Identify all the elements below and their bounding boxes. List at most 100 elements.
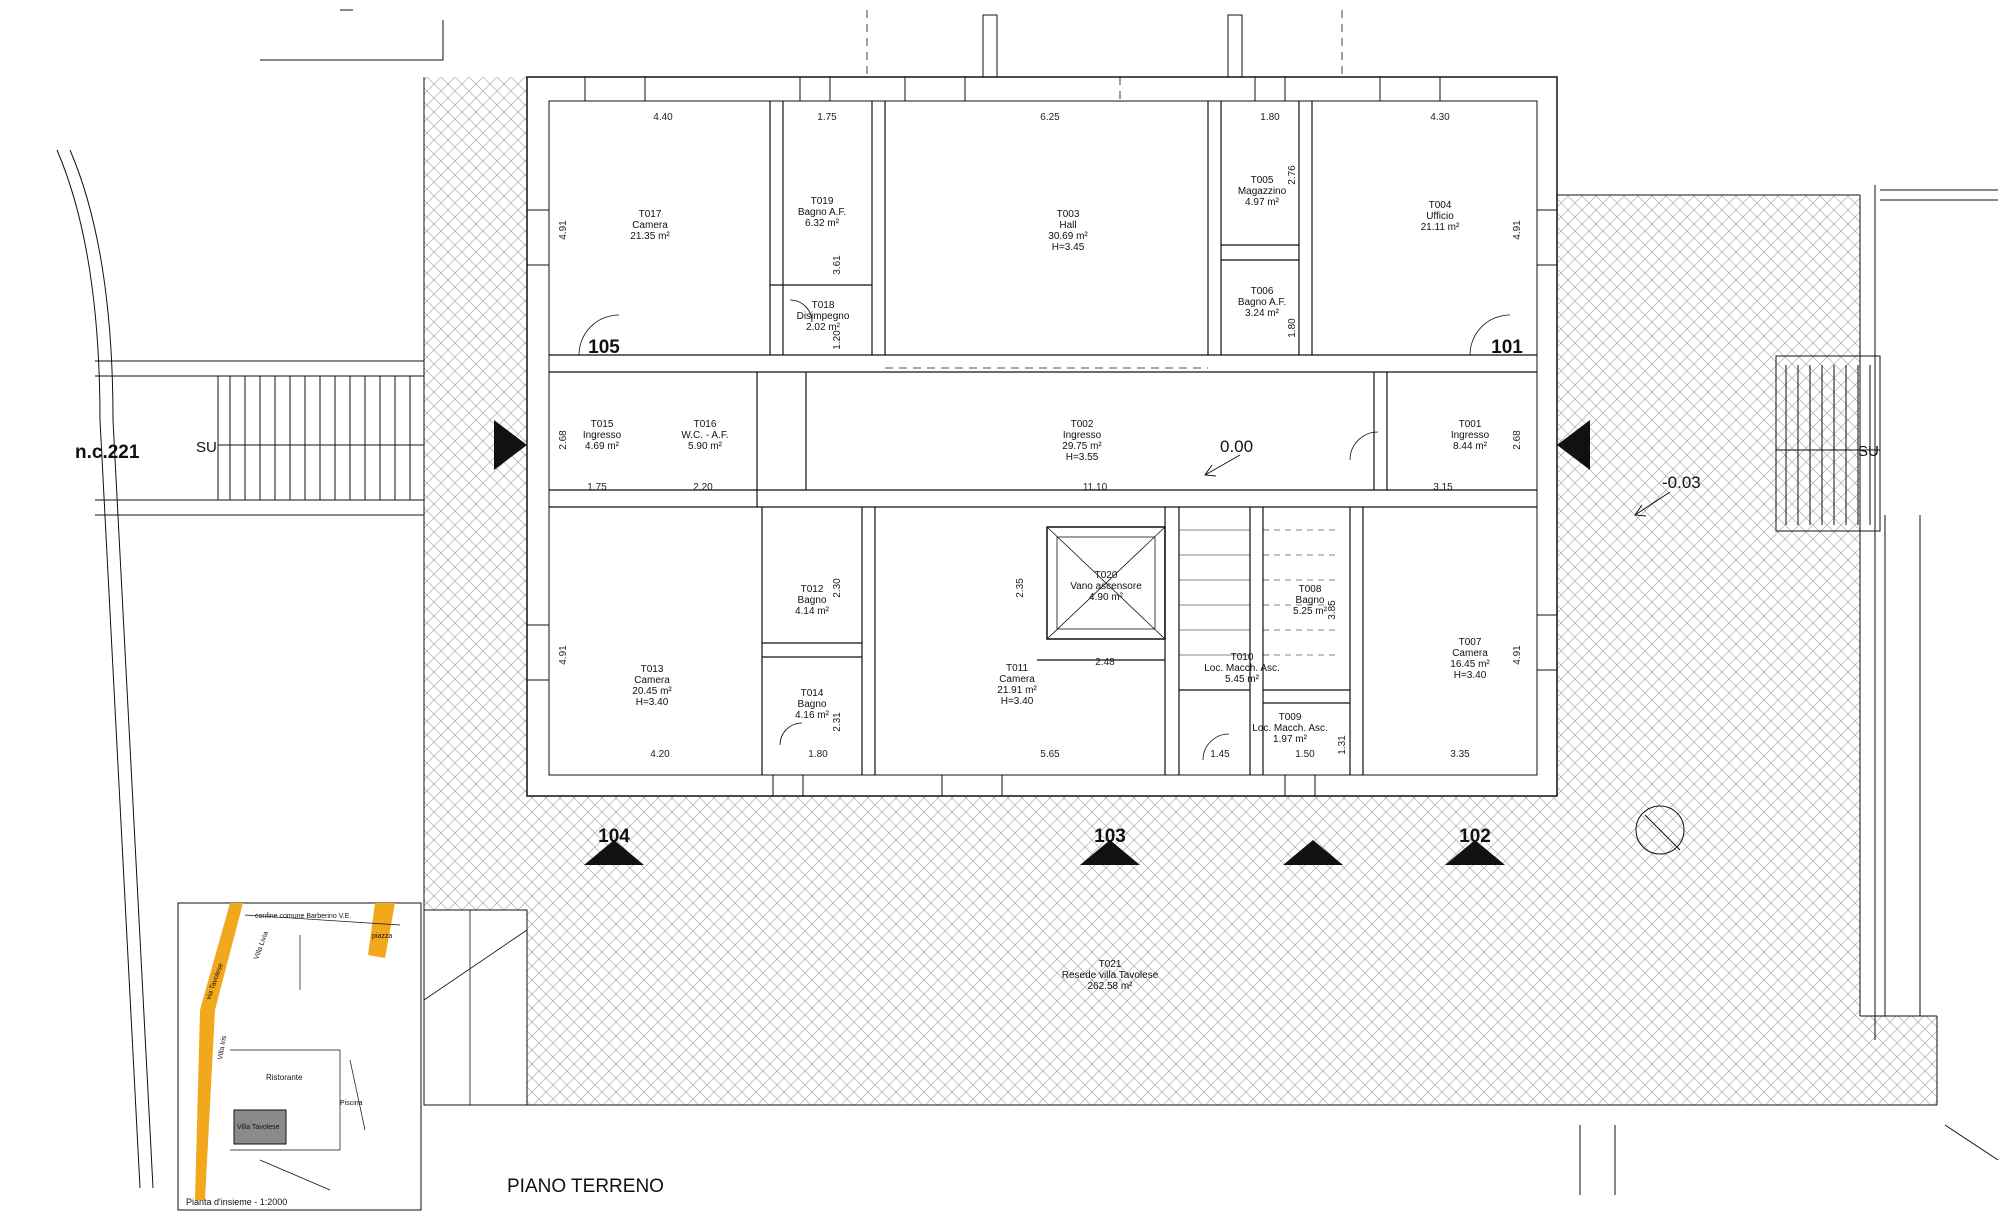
room-t009-code: T009 [1279,712,1302,723]
room-t008-area: 5.25 m² [1293,606,1328,617]
room-t002-code: T002 [1071,419,1094,430]
drawing-title: PIANO TERRENO [507,1176,664,1197]
room-t007-area: 16.45 m² [1450,659,1490,670]
room-t005-area: 4.97 m² [1245,197,1280,208]
dimension-label: 1.31 [1337,735,1348,755]
dimension-label: 1.75 [817,112,837,123]
dimension-label: 2.35 [1015,578,1026,598]
dimension-label: 1.80 [808,749,828,760]
dimension-label: 2.76 [1287,165,1298,185]
inset-label-villa-iris: Villa Iris [217,1035,228,1061]
inset-label-piazza: piazza [372,933,392,940]
room-t001-name: Ingresso [1451,430,1490,441]
elevation-mark-104: 104 [598,826,630,847]
room-t016-area: 5.90 m² [688,441,723,452]
room-t014-name: Bagno [798,699,827,710]
right-access-stair [1579,185,1999,1195]
room-t001-area: 8.44 m² [1453,441,1488,452]
inset-label-piscina: Piscina [340,1100,363,1107]
dimension-label: 2.68 [1512,430,1523,450]
dimension-label: 1.75 [587,482,607,493]
room-t017-code: T017 [639,209,662,220]
inset-label-boundary: confine comune Barberino V.E. [255,913,351,920]
level-main: 0.00 [1220,437,1253,456]
elevation-mark-102: 102 [1459,826,1491,847]
room-t013-area: 20.45 m² [632,686,672,697]
room-t016-name: W.C. - A.F. [681,430,728,441]
dimension-label: 3.61 [832,255,843,275]
room-t007-name: Camera [1452,648,1488,659]
room-t015-area: 4.69 m² [585,441,620,452]
inset-caption: Pianta d'insieme - 1:2000 [186,1197,287,1207]
room-t012-code: T012 [801,584,824,595]
elevation-mark-101: 101 [1491,337,1523,358]
room-t010-area: 5.45 m² [1225,674,1260,685]
room-t018-name: Disimpegno [797,311,850,322]
dimension-label: 3.35 [1450,749,1470,760]
room-t010-code: T010 [1231,652,1254,663]
room-t018-code: T018 [812,300,835,311]
room-t001-code: T001 [1459,419,1482,430]
elevation-markers [494,420,1590,865]
left-access-stair [56,9,444,1189]
room-t007-height: H=3.40 [1454,670,1487,681]
room-t015-code: T015 [591,419,614,430]
room-t017-name: Camera [632,220,668,231]
room-t011-name: Camera [999,674,1035,685]
room-t013-name: Camera [634,675,670,686]
room-t005-name: Magazzino [1238,186,1287,197]
room-t020-name: Vano ascensore [1070,581,1142,592]
dimension-label: 11.10 [1083,482,1108,493]
room-t020-code: T020 [1095,570,1118,581]
dimension-label: 2.31 [832,712,843,732]
building-walls [526,10,1558,797]
room-t006-area: 3.24 m² [1245,308,1280,319]
room-t003-height: H=3.45 [1052,242,1085,253]
dimension-label: 4.20 [650,749,670,760]
room-t011-height: H=3.40 [1001,696,1034,707]
dimension-label: 5.65 [1040,749,1060,760]
room-t009-area: 1.97 m² [1273,734,1308,745]
room-t002-area: 29.75 m² [1062,441,1102,452]
dimension-label: 3.85 [1327,600,1338,620]
room-t016-code: T016 [694,419,717,430]
dimension-label: 1.50 [1295,749,1315,760]
dimension-label: 2.68 [558,430,569,450]
room-t002-height: H=3.55 [1066,452,1099,463]
dimension-label: 1.45 [1210,749,1230,760]
room-t006-name: Bagno A.F. [1238,297,1286,308]
room-t013-height: H=3.40 [636,697,669,708]
dimension-label: 1.80 [1287,318,1298,338]
room-t010-name: Loc. Macch. Asc. [1204,663,1280,674]
dimension-label: 1.20 [832,330,843,350]
room-t004-name: Ufficio [1426,211,1454,222]
room-t021-code: T021 [1099,959,1122,970]
room-t007-code: T007 [1459,637,1482,648]
room-t005-code: T005 [1251,175,1274,186]
room-t002-name: Ingresso [1063,430,1102,441]
dimension-label: 4.40 [653,112,673,123]
room-t008-code: T008 [1299,584,1322,595]
room-t021-name: Resede villa Tavolese [1062,970,1159,981]
parcel-label: n.c.221 [75,442,140,463]
dimension-label: 2.48 [1095,657,1115,668]
room-t015-name: Ingresso [583,430,622,441]
room-t020-area: 4.90 m² [1089,592,1124,603]
inset-label-ristorante: Ristorante [266,1073,303,1082]
room-t019-area: 6.32 m² [805,218,840,229]
room-t011-code: T011 [1006,663,1028,674]
dimension-label: 4.91 [558,645,569,665]
room-t013-code: T013 [641,664,664,675]
stair-up-label-right: SU [1858,443,1879,460]
location-inset-map [177,902,422,1211]
room-t006-code: T006 [1251,286,1274,297]
room-t014-code: T014 [801,688,824,699]
room-t021-area: 262.58 m² [1087,981,1133,992]
dimension-label: 2.20 [693,482,713,493]
room-t012-name: Bagno [798,595,827,606]
room-t003-name: Hall [1059,220,1076,231]
dimension-label: 2.30 [832,578,843,598]
